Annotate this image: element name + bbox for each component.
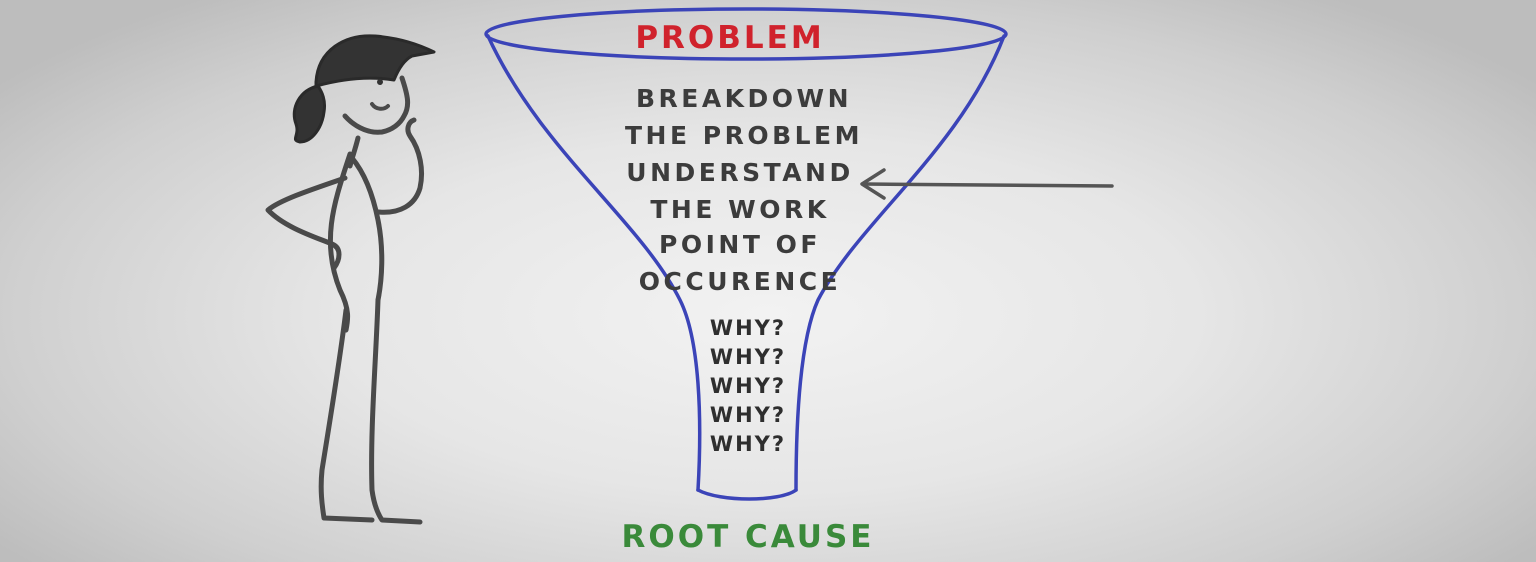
funnel-rim <box>484 7 1008 61</box>
funnel-outline <box>484 7 1008 501</box>
why-item: WHY? <box>709 374 787 398</box>
step-line: THE WORK <box>650 195 830 224</box>
why-item: WHY? <box>709 403 787 427</box>
figure-torso-left <box>327 151 353 333</box>
arrow-shaft <box>862 182 1114 188</box>
step-line: POINT OF <box>659 230 821 259</box>
figure-arm-chin <box>375 117 425 215</box>
figure-leg-left <box>318 307 375 523</box>
funnel-top-label: PROBLEM <box>635 20 825 56</box>
funnel-spout-base <box>696 488 798 501</box>
figure-smile <box>370 102 390 111</box>
why-item: WHY? <box>709 432 787 456</box>
figure-leg-right <box>369 297 423 525</box>
funnel-step-breakdown: BREAKDOWN THE PROBLEM <box>625 80 863 154</box>
funnel-bottom-label: ROOT CAUSE <box>621 519 875 555</box>
arrow-left-icon <box>860 168 1114 200</box>
step-line: OCCURENCE <box>638 267 842 296</box>
figure-arm-hip <box>265 175 348 271</box>
figure-ponytail <box>292 84 326 144</box>
funnel-left-wall <box>486 34 702 492</box>
figure-eye <box>377 79 383 85</box>
why-item: WHY? <box>709 345 787 369</box>
step-line: BREAKDOWN <box>635 84 853 113</box>
funnel-step-understand: UNDERSTAND THE WORK <box>626 154 853 228</box>
thinking-stick-figure <box>265 34 436 525</box>
figure-torso-right <box>349 155 385 303</box>
step-line: THE PROBLEM <box>624 121 864 150</box>
arrow-head <box>860 168 886 200</box>
funnel-step-occurence: POINT OF OCCURENCE <box>639 226 841 300</box>
funnel-right-wall <box>794 34 1006 492</box>
funnel-why-list: WHY? WHY? WHY? WHY? WHY? <box>710 314 786 459</box>
figure-neck <box>347 135 361 169</box>
figure-face <box>342 75 411 135</box>
why-item: WHY? <box>709 316 787 340</box>
step-line: UNDERSTAND <box>626 158 854 187</box>
figure-hair <box>314 34 436 88</box>
